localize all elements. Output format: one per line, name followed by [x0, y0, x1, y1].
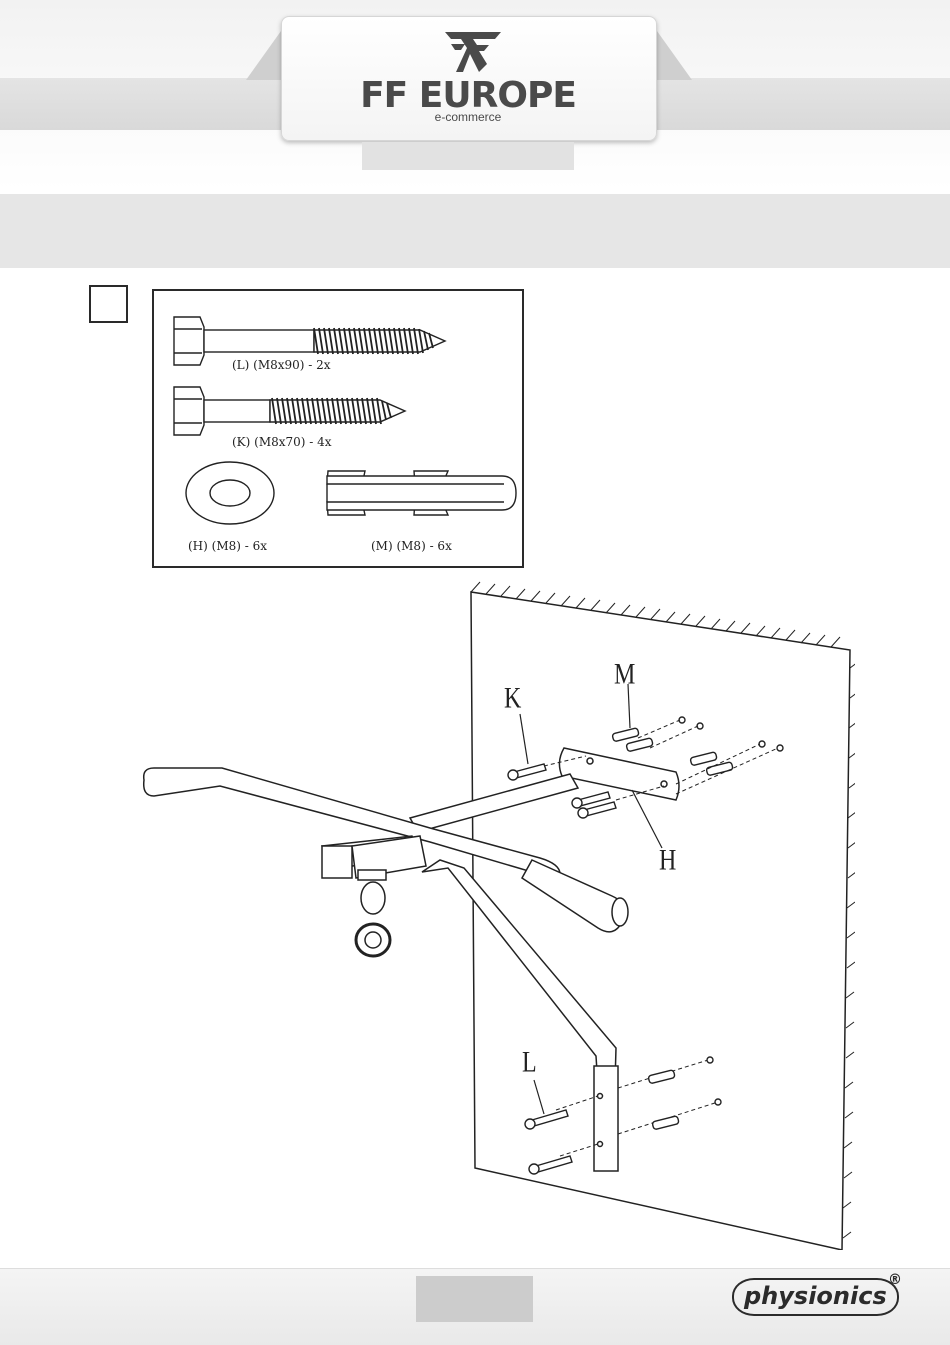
assembly-diagram	[130, 578, 855, 1250]
callout-m: M	[614, 659, 635, 693]
ff-europe-logo-icon	[443, 30, 503, 74]
parts-illustration	[152, 289, 522, 566]
wall-panel	[471, 582, 855, 1250]
step-number-box	[89, 285, 128, 323]
registered-mark: ®	[888, 1272, 902, 1288]
callout-l: L	[522, 1047, 537, 1081]
logo-brand-sub: e-commerce	[281, 110, 655, 124]
bolt-k-icon	[174, 387, 405, 435]
title-band	[0, 194, 950, 268]
callout-h: H	[659, 845, 676, 879]
washer-h-icon	[186, 462, 274, 524]
footer-page-box	[416, 1276, 533, 1322]
physionics-logo: physionics	[732, 1278, 899, 1316]
punch-bag-hook	[322, 836, 426, 956]
dowel-m-icon	[327, 471, 516, 515]
part-k-label: (K) (M8x70) - 4x	[232, 435, 332, 449]
part-m-label: (M) (M8) - 6x	[371, 539, 452, 553]
part-h-label: (H) (M8) - 6x	[188, 539, 267, 553]
callout-k: K	[504, 683, 521, 717]
header-page-tab	[362, 142, 574, 170]
part-l-label: (L) (M8x90) - 2x	[232, 358, 331, 372]
